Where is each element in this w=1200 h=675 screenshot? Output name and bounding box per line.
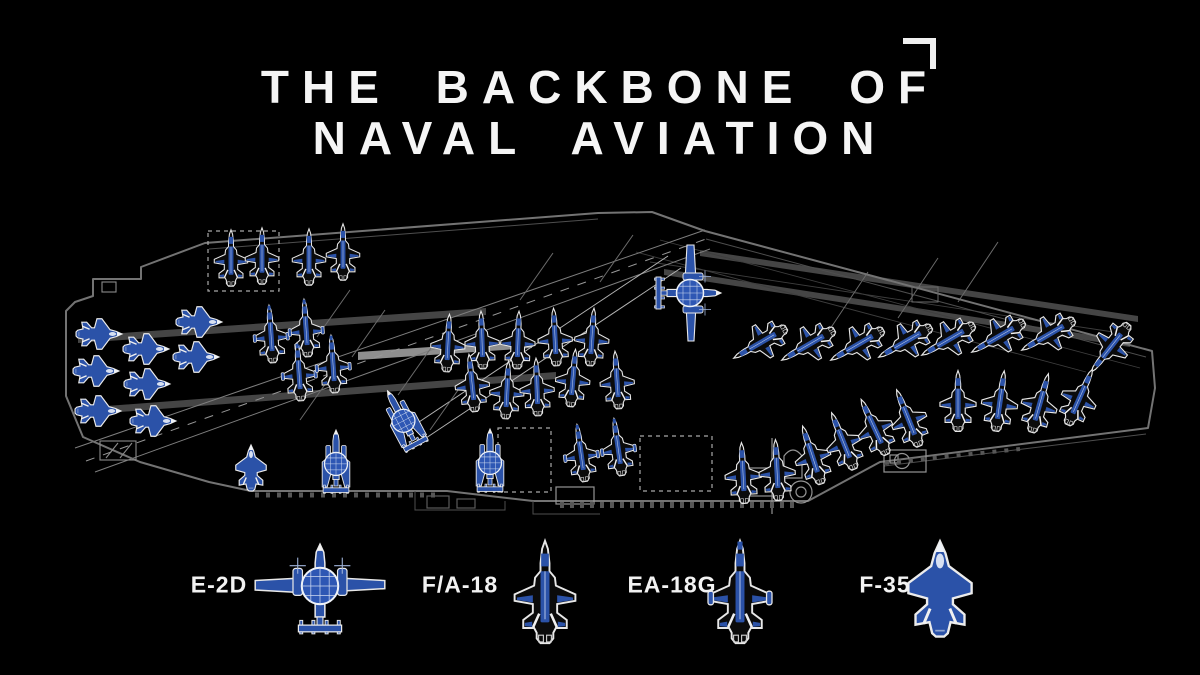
aircraft-fa18 <box>291 228 327 286</box>
aircraft-ea18g <box>559 422 603 484</box>
aircraft-fa18 <box>784 419 840 491</box>
aircraft-f35 <box>235 444 267 492</box>
aircraft-ea18g <box>596 416 640 478</box>
aircraft-fa18 <box>977 367 1023 435</box>
legend-label-e2d: E-2D <box>190 571 248 598</box>
aircraft-fa18 <box>518 356 556 418</box>
aircraft-fa18 <box>1013 368 1067 438</box>
stern-details <box>99 281 137 461</box>
aircraft-f35 <box>129 405 177 437</box>
deck-edge-ticks <box>255 447 1021 508</box>
angled-deck-lines <box>74 229 711 473</box>
deck-tick-lines <box>299 234 999 431</box>
title-line-1: THE BACKBONE OF <box>260 61 940 113</box>
aircraft-fa18 <box>535 306 575 368</box>
aircraft-fa18 <box>597 349 637 411</box>
aircraft-fa18 <box>499 309 537 371</box>
aircraft-f35 <box>74 395 122 427</box>
aircraft-fa18 <box>213 229 249 287</box>
aircraft-f35 <box>72 355 120 387</box>
aircraft-fa18 <box>513 539 577 645</box>
aircraft-f35 <box>75 318 123 350</box>
aircraft-f35 <box>906 539 974 639</box>
hull-inner-lines <box>208 218 1147 515</box>
title-line-2: NAVAL AVIATION <box>312 112 888 164</box>
aircraft-e2df <box>321 429 351 495</box>
aircraft-fa18 <box>1050 361 1110 433</box>
island-structure <box>426 438 927 514</box>
aircraft-fa18 <box>428 312 468 374</box>
legend-label-f35: F-35 <box>859 571 911 598</box>
aircraft-e2ds <box>254 543 386 635</box>
elevator-outlines <box>207 230 713 493</box>
deck-edge-step <box>911 286 939 303</box>
aircraft-f35 <box>172 341 220 373</box>
legend-label-fa18: F/A-18 <box>421 571 499 598</box>
aircraft-f35 <box>122 333 170 365</box>
aircraft-fa18 <box>723 311 797 375</box>
aircraft-fa18 <box>244 227 280 285</box>
aircraft-fa18 <box>722 440 764 506</box>
aircraft-e2df <box>374 383 431 454</box>
aircraft-e2df <box>475 428 505 494</box>
corner-bracket-icon <box>903 38 936 69</box>
page-title: THE BACKBONE OF NAVAL AVIATION <box>0 62 1200 164</box>
legend-label-ea18g: EA-18G <box>627 571 717 598</box>
aircraft-fa18 <box>756 437 798 503</box>
aircraft-f35 <box>123 368 171 400</box>
aircraft-ea18g <box>708 541 772 643</box>
aircraft-fa18 <box>1011 303 1085 367</box>
aircraft-ea18g <box>251 304 291 364</box>
aircraft-fa18 <box>939 369 977 433</box>
aircraft-fa18 <box>1076 312 1144 384</box>
